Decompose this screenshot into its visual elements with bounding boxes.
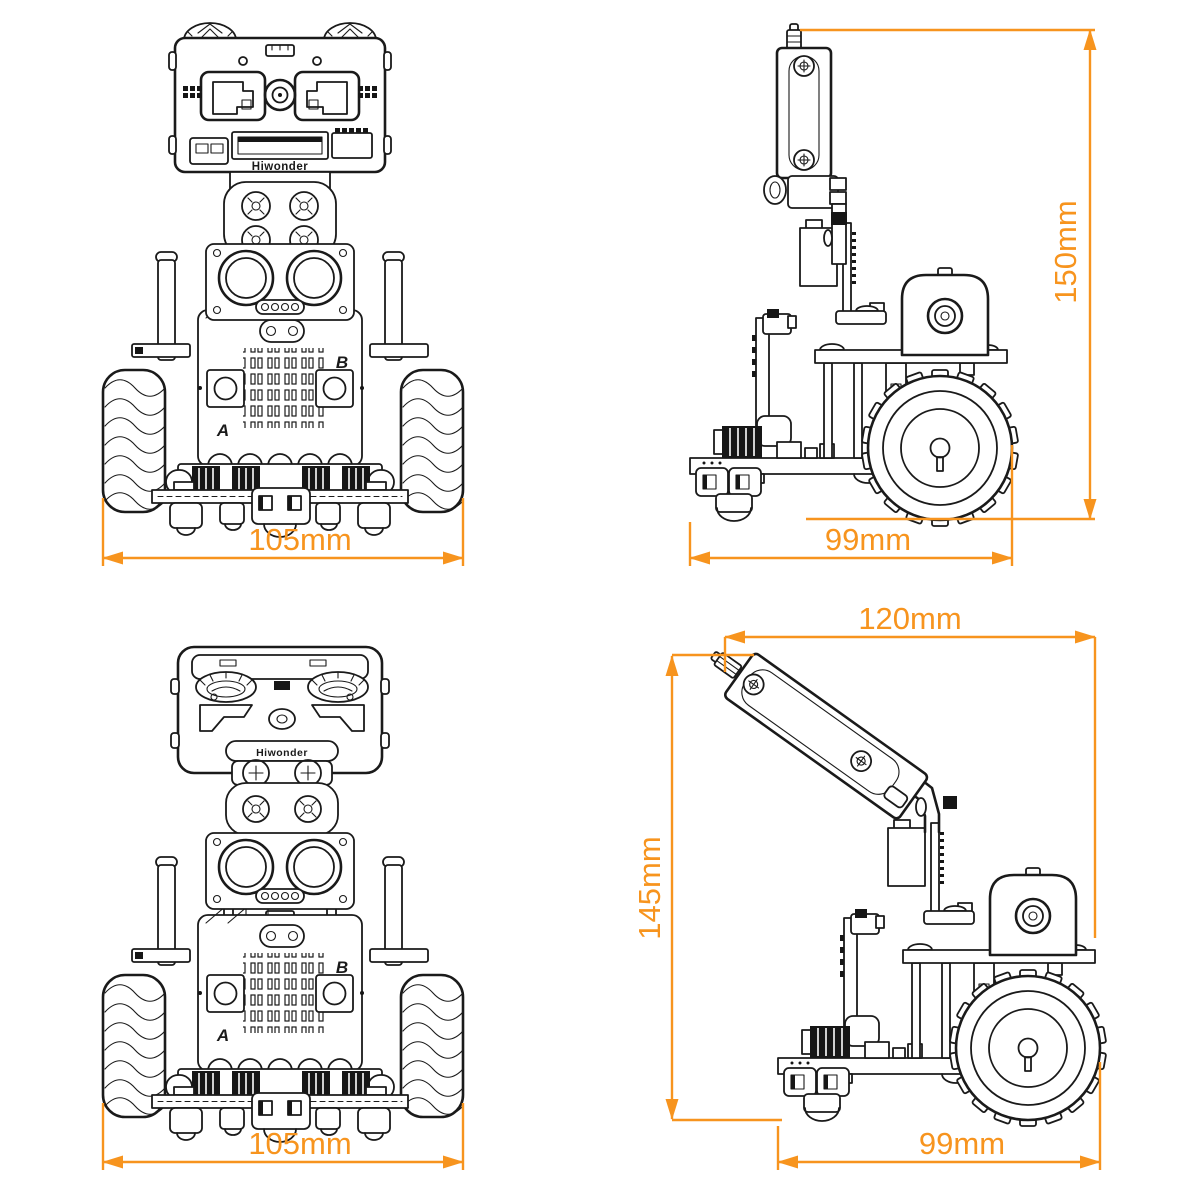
dim-side-upright-height bbox=[800, 28, 1097, 521]
dim-side-upright-length bbox=[688, 445, 1014, 566]
dim-label-side-upright-height: 150mm bbox=[1048, 200, 1083, 304]
dim-label-side-tilted-height: 145mm bbox=[632, 836, 667, 940]
dim-label-front-tilted-width: 105mm bbox=[248, 1126, 352, 1161]
dim-side-tilted-height bbox=[665, 653, 782, 1122]
dim-side-tilted-span bbox=[723, 630, 1097, 938]
dim-side-tilted-length bbox=[776, 1062, 1102, 1170]
dim-front-upright-width bbox=[101, 498, 465, 566]
dim-label-side-tilted-length: 99mm bbox=[918, 1126, 1006, 1161]
dim-label-side-upright-length: 99mm bbox=[824, 522, 912, 557]
dim-front-tilted-width bbox=[101, 1103, 465, 1170]
dim-label-side-tilted-span: 120mm bbox=[858, 601, 962, 636]
dim-label-front-upright-width: 105mm bbox=[248, 522, 352, 557]
